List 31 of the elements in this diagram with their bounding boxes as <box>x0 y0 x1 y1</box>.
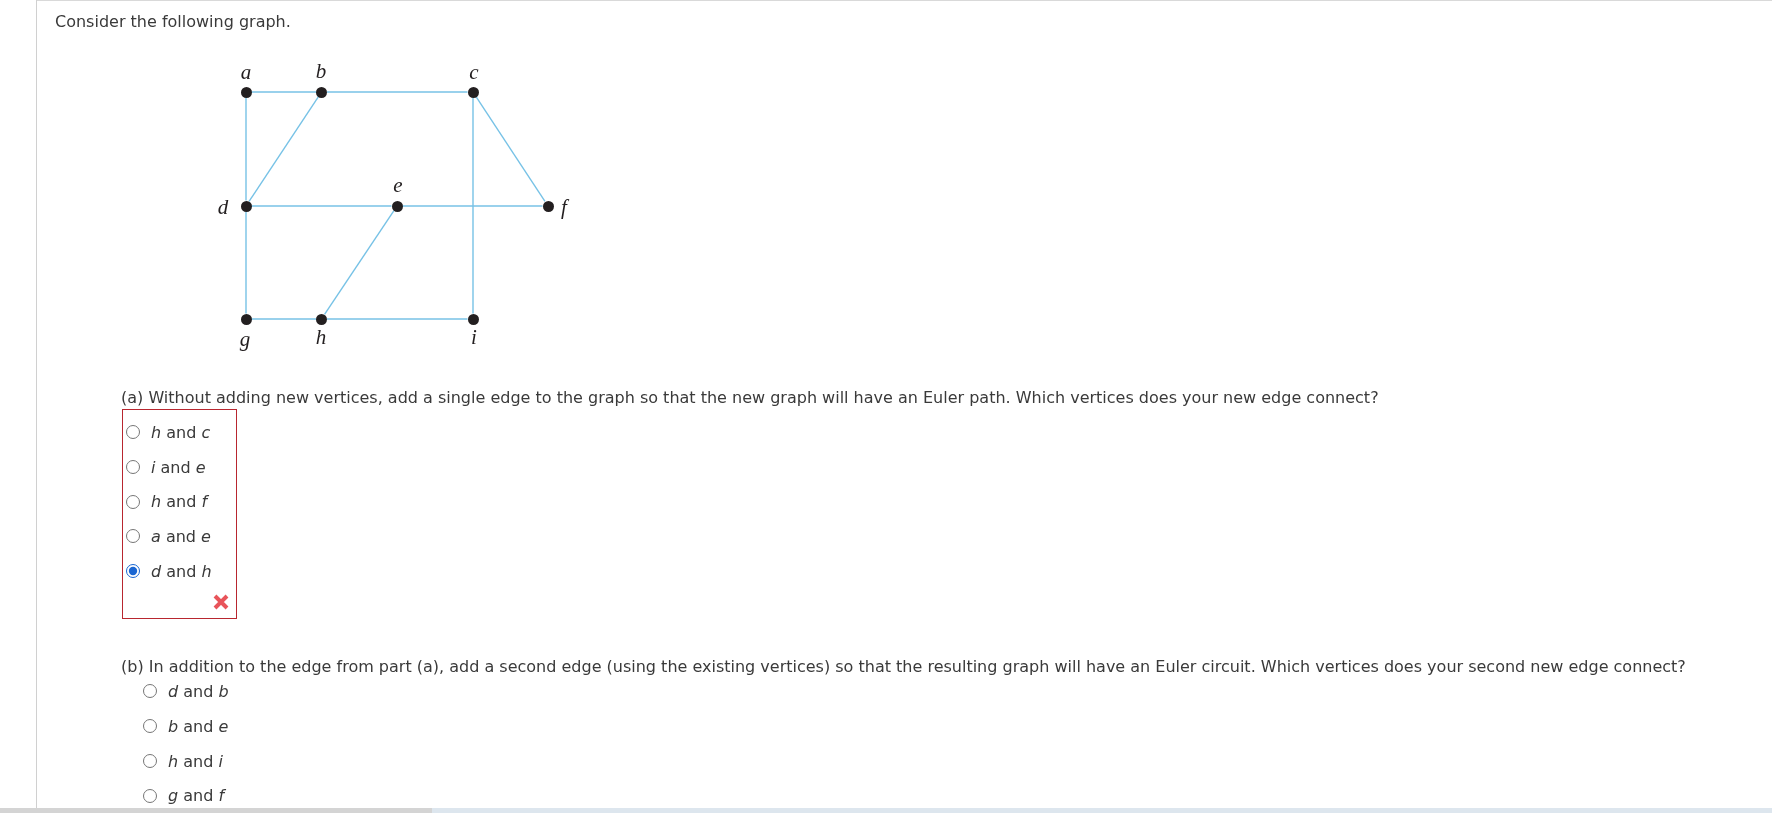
prompt-text: Consider the following graph. <box>55 12 291 31</box>
answer-option: h and f <box>151 492 208 511</box>
vertex-label: i <box>470 328 478 346</box>
graph-edge <box>250 318 317 320</box>
vertex-label: e <box>392 176 404 194</box>
vertex-label: d <box>216 198 230 216</box>
graph-edge <box>326 91 469 93</box>
graph-edge <box>326 318 469 320</box>
vertex-label: b <box>314 62 328 80</box>
graph-edge <box>248 95 320 203</box>
vertex-label: a <box>239 63 253 81</box>
answer-option: g and f <box>168 786 225 805</box>
vertex-label: h <box>314 328 328 346</box>
graph-edge <box>250 205 393 207</box>
question-text: (a) Without adding new vertices, add a single edge to the graph so that the new graph will have an Euler path. Which vertices does your new edge connect? <box>121 387 1379 407</box>
answer-option: b and e <box>168 716 229 736</box>
question-text: (b) In addition to the edge from part (a), add a second edge (using the existing vertices) so that the resulting graph will have an Euler circuit. Which vertices does your second new edge connect? <box>121 656 1686 676</box>
graph-edge <box>245 96 247 202</box>
answer-option: i and e <box>151 457 206 477</box>
graph-edge <box>401 205 544 207</box>
answer-option: d and b <box>168 681 229 701</box>
answer-option: d and h <box>151 561 212 581</box>
graph-edge <box>475 95 546 203</box>
graph-edge <box>472 96 474 315</box>
answer-option: h and c <box>151 422 211 442</box>
graph-edge <box>323 209 395 316</box>
vertex-label: c <box>468 63 480 81</box>
answer-option: h and i <box>168 751 223 771</box>
graph-edge <box>245 210 247 315</box>
answer-option: a and e <box>151 526 211 546</box>
graph-edge <box>250 91 317 93</box>
